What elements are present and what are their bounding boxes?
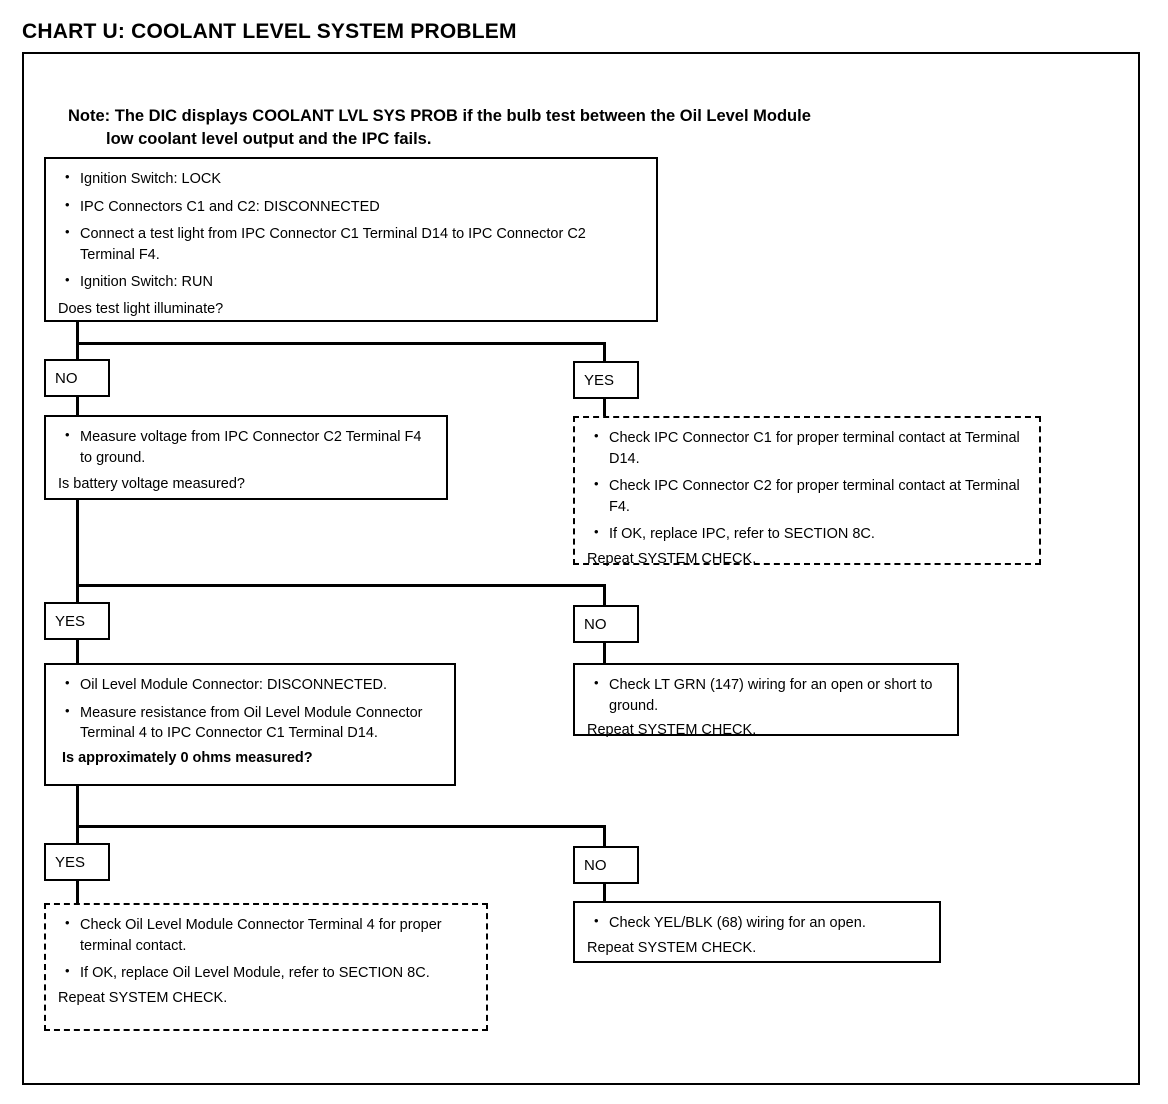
step2-left-bullet-list: Measure voltage from IPC Connector C2 Te… <box>58 426 434 468</box>
list-item: Measure resistance from Oil Level Module… <box>58 702 442 744</box>
branch-label-text: NO <box>55 369 78 387</box>
branch-label-yes-row1: YES <box>573 361 639 399</box>
step3-right-footer: Repeat SYSTEM CHECK. <box>587 722 757 739</box>
step4-right-footer: Repeat SYSTEM CHECK. <box>587 939 757 956</box>
branch-label-text: YES <box>584 371 615 389</box>
connector-yes-row2-to-step3left <box>76 640 79 663</box>
list-item: IPC Connectors C1 and C2: DISCONNECTED <box>58 196 644 218</box>
step1-bullet-list: Ignition Switch: LOCK IPC Connectors C1 … <box>58 168 644 293</box>
connector-row3-bus <box>76 825 606 828</box>
connector-row2-right-drop <box>603 584 606 606</box>
list-item: Ignition Switch: LOCK <box>58 168 644 190</box>
step2-right-footer: Repeat SYSTEM CHECK. <box>587 550 757 567</box>
list-item: Check LT GRN (147) wiring for an open or… <box>587 674 945 716</box>
list-item: Oil Level Module Connector: DISCONNECTED… <box>58 674 442 696</box>
connector-step3-stem <box>76 786 79 825</box>
list-item: Check IPC Connector C2 for proper termin… <box>587 475 1027 517</box>
connector-step2-stem <box>76 500 79 584</box>
branch-label-text: YES <box>55 853 86 871</box>
step4-left-bullet-list: Check Oil Level Module Connector Termina… <box>58 914 474 984</box>
list-item: If OK, replace IPC, refer to SECTION 8C. <box>587 523 1027 545</box>
branch-label-no-row1: NO <box>44 359 110 397</box>
branch-label-text: YES <box>55 612 86 630</box>
step2-right-bullet-list: Check IPC Connector C1 for proper termin… <box>587 427 1027 545</box>
step1-question: Does test light illuminate? <box>58 300 224 317</box>
connector-row3-left-drop <box>76 825 79 844</box>
list-item: Ignition Switch: RUN <box>58 271 644 293</box>
step4-right-terminal-box: Check YEL/BLK (68) wiring for an open. R… <box>573 901 941 963</box>
branch-label-no-row3: NO <box>573 846 639 884</box>
step2-left-box: Measure voltage from IPC Connector C2 Te… <box>44 415 448 500</box>
connector-row2-left-drop <box>76 584 79 603</box>
note-line-2: low coolant level output and the IPC fai… <box>106 130 432 149</box>
list-item: Measure voltage from IPC Connector C2 Te… <box>58 426 434 468</box>
step2-left-question: Is battery voltage measured? <box>58 476 245 493</box>
branch-label-yes-row3: YES <box>44 843 110 881</box>
connector-step1-stem <box>76 322 79 342</box>
connector-row1-bus <box>76 342 606 345</box>
connector-no-row1-to-step2left <box>76 397 79 415</box>
step4-left-terminal-box: Check Oil Level Module Connector Termina… <box>44 903 488 1031</box>
list-item: Check Oil Level Module Connector Termina… <box>58 914 474 956</box>
step1-box: Ignition Switch: LOCK IPC Connectors C1 … <box>44 157 658 322</box>
connector-row2-bus <box>76 584 606 587</box>
step3-left-question: Is approximately 0 ohms measured? <box>62 749 313 766</box>
connector-row1-right-drop <box>603 342 606 363</box>
connector-yes-row3-to-step4left <box>76 881 79 903</box>
step3-right-terminal-box: Check LT GRN (147) wiring for an open or… <box>573 663 959 738</box>
connector-yes-row1-to-step2right <box>603 399 606 416</box>
step3-right-bullet-list: Check LT GRN (147) wiring for an open or… <box>587 674 945 716</box>
branch-label-yes-row2: YES <box>44 602 110 640</box>
connector-row3-right-drop <box>603 825 606 847</box>
list-item: Check IPC Connector C1 for proper termin… <box>587 427 1027 469</box>
branch-label-no-row2: NO <box>573 605 639 643</box>
connector-no-row3-to-step4right <box>603 884 606 901</box>
step4-left-footer: Repeat SYSTEM CHECK. <box>58 989 228 1006</box>
step3-left-box: Oil Level Module Connector: DISCONNECTED… <box>44 663 456 786</box>
connector-row1-left-drop <box>76 342 79 361</box>
branch-label-text: NO <box>584 615 607 633</box>
step3-left-bullet-list: Oil Level Module Connector: DISCONNECTED… <box>58 674 442 744</box>
step2-right-terminal-box: Check IPC Connector C1 for proper termin… <box>573 416 1041 567</box>
note-line-1: Note: The DIC displays COOLANT LVL SYS P… <box>68 107 811 125</box>
list-item: If OK, replace Oil Level Module, refer t… <box>58 962 474 984</box>
list-item: Connect a test light from IPC Connector … <box>58 223 644 265</box>
list-item: Check YEL/BLK (68) wiring for an open. <box>587 912 927 934</box>
page-title: CHART U: COOLANT LEVEL SYSTEM PROBLEM <box>22 20 517 43</box>
connector-no-row2-to-step3right <box>603 643 606 663</box>
step4-right-bullet-list: Check YEL/BLK (68) wiring for an open. <box>587 912 927 934</box>
page-border <box>22 52 1140 1085</box>
note-text: Note: The DIC displays COOLANT LVL SYS P… <box>68 105 1088 152</box>
branch-label-text: NO <box>584 856 607 874</box>
